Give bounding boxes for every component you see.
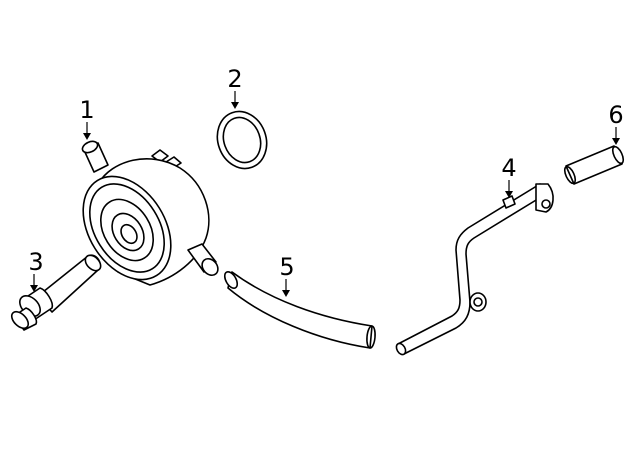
callout-label-3: 3 [28,248,43,276]
callout-2: 2 [227,65,243,109]
callout-label-2: 2 [227,65,242,93]
part-5-hose [223,271,376,349]
part-3-connector [10,254,102,331]
callout-5: 5 [279,253,295,297]
callout-label-1: 1 [79,96,94,124]
part-1-oil-cooler [81,140,219,286]
callout-label-4: 4 [501,154,516,182]
callout-label-5: 5 [279,253,294,281]
callout-label-6: 6 [608,101,623,129]
callout-1: 1 [79,96,95,140]
callout-6: 6 [608,101,624,145]
callout-3: 3 [28,248,44,292]
part-6-short-tube [563,145,625,185]
part-4-pipe [395,183,554,356]
callout-4: 4 [501,154,517,198]
part-2-o-ring [216,110,268,170]
